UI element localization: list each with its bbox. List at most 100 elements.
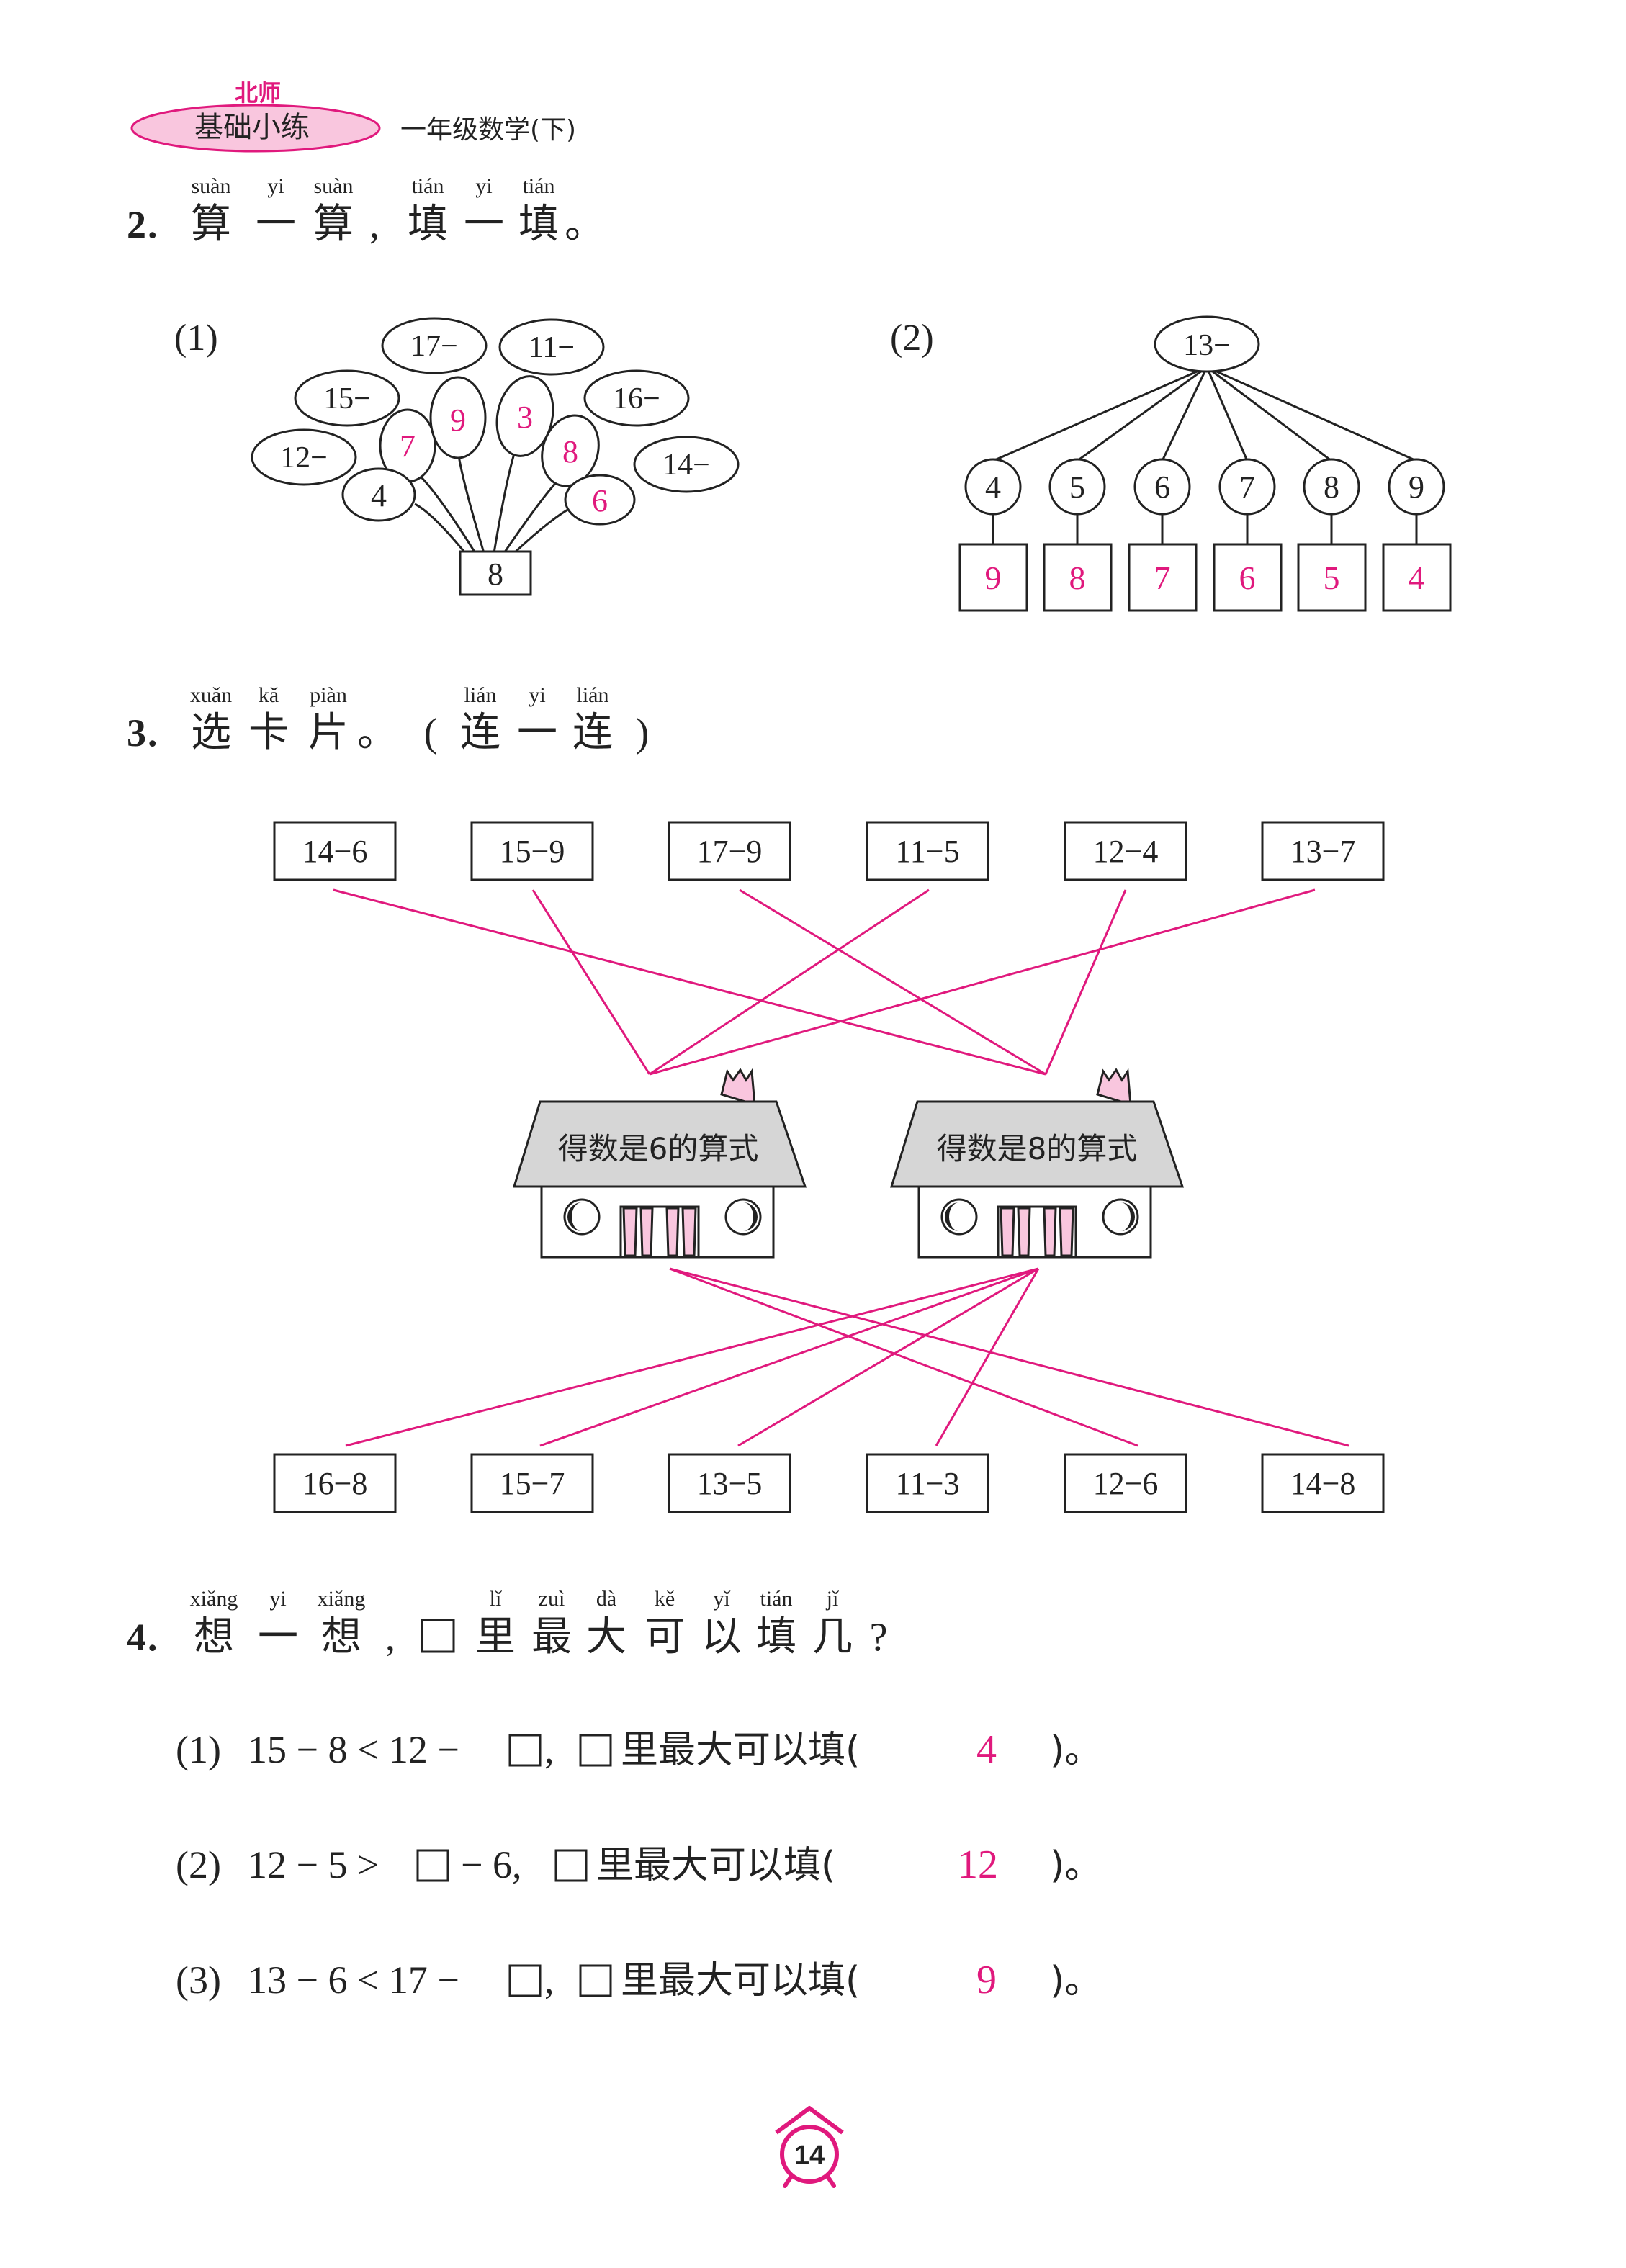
title-char: 几 (812, 1615, 853, 1660)
answer-box[interactable] (1382, 543, 1452, 612)
box-answer: 6 (1239, 559, 1256, 596)
pinyin: tián (760, 1587, 793, 1611)
house-roof (512, 1100, 807, 1188)
pinyin: xuǎn (190, 683, 232, 707)
title-char: 填 (518, 202, 559, 247)
q4-title: 想 一 想 , 里 最 大 可 以 填 几 ? (194, 1615, 887, 1660)
match-line (531, 889, 651, 1075)
q4-item-3: (3) 13 − 6 < 17 − , 里最大可以填( 9 )。 (176, 1958, 1102, 2002)
question-2: suàn yi suàn tián yi tián 2 . 算 一 算 , 填 … (127, 174, 1452, 612)
card-label: 15−7 (500, 1466, 565, 1501)
title-char: 填 (408, 202, 448, 247)
card-label: 14−6 (302, 834, 368, 869)
page-number: 14 (794, 2141, 825, 2171)
title-char: 最 (531, 1615, 572, 1660)
answer-box[interactable] (1297, 543, 1367, 612)
item-text: 里最大可以填( (596, 1844, 835, 1887)
answer-box[interactable] (958, 543, 1028, 612)
subtrahend-label: 5 (1069, 469, 1085, 505)
subtraction-oval (251, 428, 357, 486)
subtrahend-label: 4 (985, 469, 1001, 505)
card-label: 12−6 (1093, 1466, 1159, 1501)
match-line (935, 1268, 1040, 1446)
petal-answer: 3 (517, 400, 533, 435)
title-char: 填 (756, 1615, 796, 1660)
pinyin: zuì (539, 1587, 565, 1611)
title-char: ? (870, 1615, 888, 1660)
answer-box[interactable] (1213, 543, 1283, 612)
item-answer[interactable]: 4 (976, 1727, 997, 1772)
item-end: )。 (1050, 1959, 1102, 2002)
subtrahend-label: 7 (1239, 469, 1255, 505)
blank-square-icon (416, 1849, 449, 1882)
answer-box[interactable] (1128, 543, 1198, 612)
match-line (739, 888, 1046, 1076)
pinyin: lián (577, 683, 609, 707)
match-line (669, 1267, 1138, 1447)
expression-card[interactable] (1064, 821, 1187, 881)
item-expression-tail: − 6, (461, 1843, 521, 1886)
expression-card[interactable] (470, 1453, 594, 1513)
house-label: 得数是8的算式 (937, 1131, 1138, 1166)
expression-card[interactable] (866, 821, 989, 881)
subtrahend-circle (1303, 458, 1360, 516)
expression-card[interactable] (866, 1453, 989, 1513)
q2-pinyin: suàn yi suàn tián yi tián (192, 174, 555, 198)
expression-card[interactable] (1064, 1453, 1187, 1513)
item-label: (2) (176, 1843, 221, 1886)
item-end: )。 (1050, 1844, 1102, 1887)
expression-card[interactable] (1261, 821, 1385, 881)
match-line (737, 1267, 1039, 1447)
tree-circles (964, 458, 1445, 516)
part-label: (2) (890, 318, 934, 359)
q3-title: 选 卡 片 。 ( 连 一 连 ) (191, 711, 649, 755)
card-label: 11−5 (895, 834, 959, 869)
q2-part1-flower: (1) 17− 11− 15− 16− 12− 14− (174, 317, 740, 596)
item-text: 里最大可以填( (621, 1729, 860, 1772)
oval-label: 11− (529, 331, 575, 364)
expression-card[interactable] (668, 821, 791, 881)
item-answer[interactable]: 9 (976, 1958, 997, 2002)
chimney-icon (720, 1068, 756, 1107)
window-shade (1120, 1202, 1135, 1231)
box-answer: 4 (1409, 559, 1425, 596)
tree-top-label: 13− (1183, 329, 1231, 362)
title-char: 卡 (248, 711, 289, 755)
item-answer[interactable]: 12 (958, 1842, 998, 1887)
question-period: . (148, 711, 158, 755)
clock-face-icon (780, 2125, 839, 2184)
bottom-cards: 16−8 15−7 13−5 11−3 12−6 14−8 (273, 1453, 1385, 1513)
subtraction-oval (498, 318, 605, 376)
title-char: 连 (460, 711, 500, 755)
pinyin: yǐ (713, 1587, 730, 1611)
blank-square-icon (554, 1849, 588, 1882)
pinyin: tián (412, 174, 444, 198)
title-char: 想 (194, 1615, 234, 1660)
oval-label: 16− (613, 382, 660, 415)
window-shade (743, 1202, 758, 1231)
expression-card[interactable] (668, 1453, 791, 1513)
title-char: 一 (256, 202, 296, 247)
question-3: xuǎn kǎ piàn lián yi lián 3 . 选 卡 片 。 ( … (127, 683, 1385, 1513)
expression-card[interactable] (470, 821, 594, 881)
window-shade (945, 1202, 959, 1231)
pinyin: yi (267, 174, 284, 198)
card-label: 15−9 (500, 834, 565, 869)
expression-card[interactable] (1261, 1453, 1385, 1513)
match-line (649, 888, 930, 1076)
card-label: 16−8 (302, 1466, 368, 1501)
card-label: 14−8 (1290, 1466, 1356, 1501)
blank-square-icon (508, 1964, 542, 1997)
item-expression: 15 − 8 < 12 − (248, 1728, 459, 1771)
expression-card[interactable] (273, 1453, 397, 1513)
answer-box[interactable] (1043, 543, 1113, 612)
expression-card[interactable] (273, 821, 397, 881)
item-label: (1) (176, 1728, 221, 1771)
petal-answer: 6 (592, 483, 608, 518)
chimney-icon (1096, 1068, 1132, 1107)
match-line (345, 1267, 1039, 1447)
blank-square-icon (421, 1619, 455, 1653)
subtrahend-label: 8 (1324, 469, 1339, 505)
